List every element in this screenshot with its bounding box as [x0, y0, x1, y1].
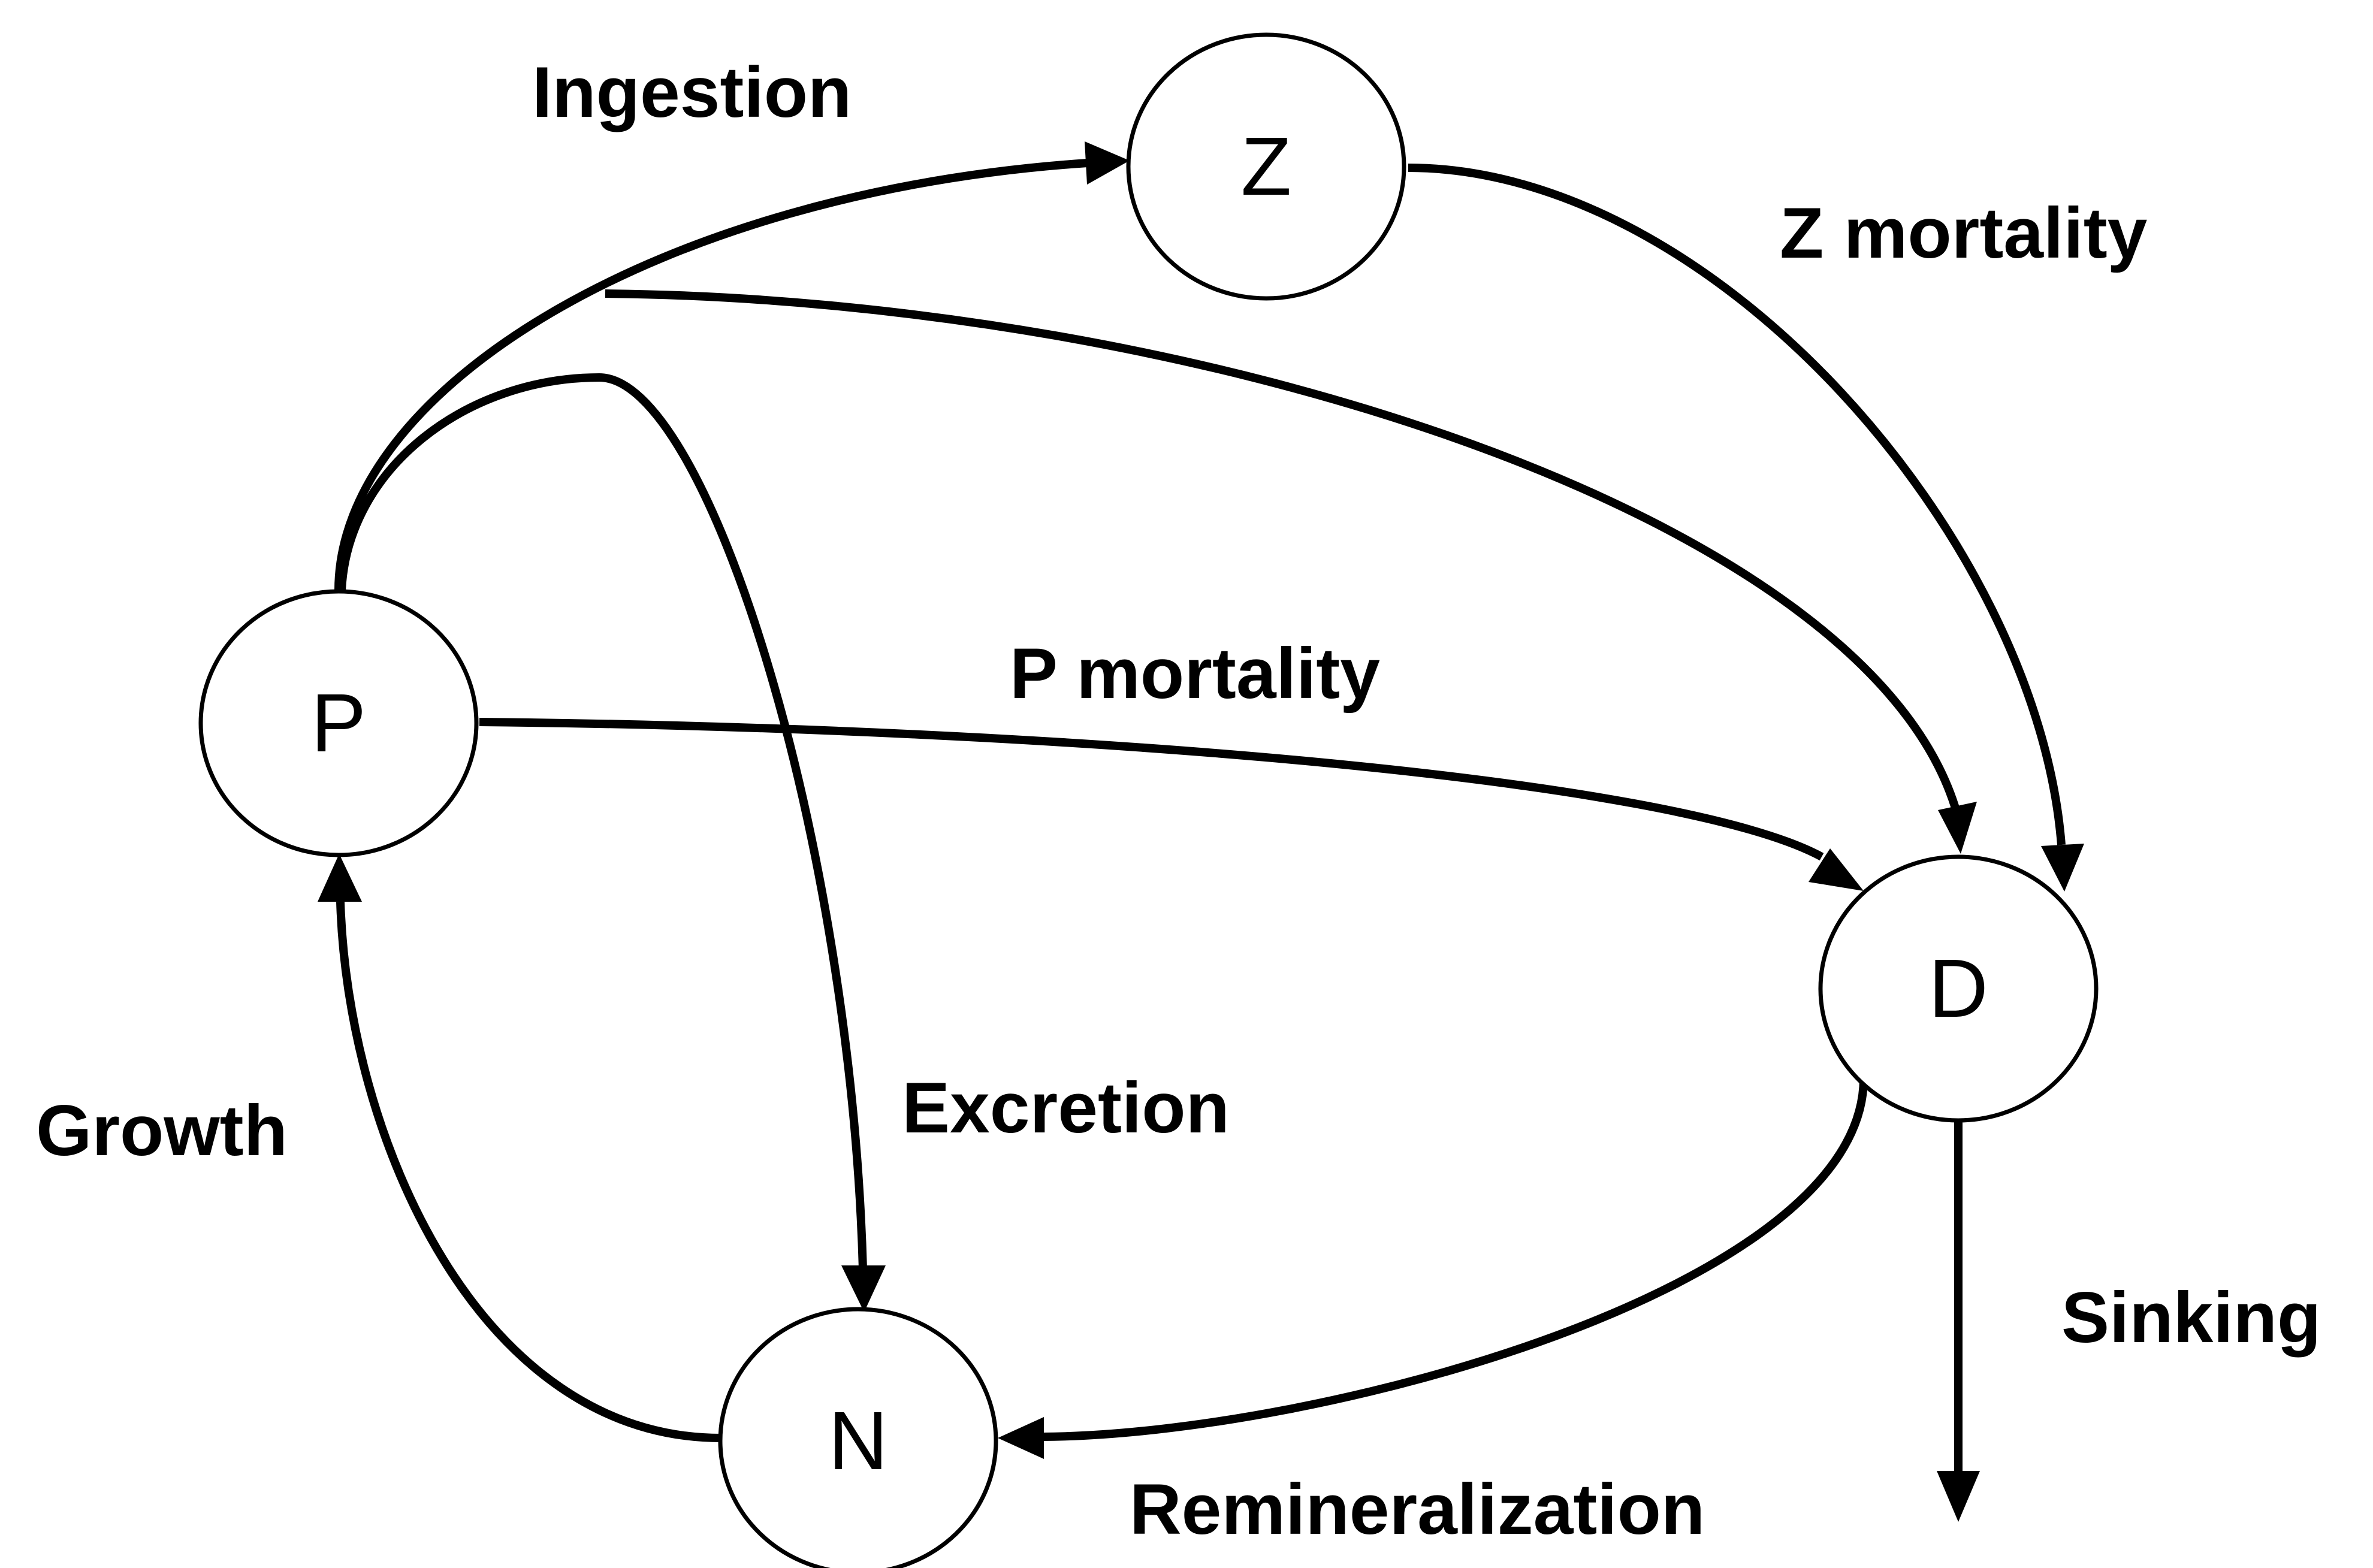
- ingestion-label: Ingestion: [532, 52, 852, 132]
- node-d: D: [1818, 854, 2099, 1123]
- z-mortality-label: Z mortality: [1780, 193, 2148, 273]
- remineralization-label: Remineralization: [1130, 1469, 1705, 1549]
- ingestion-loss-arrow-head: [1938, 802, 1977, 854]
- node-d-circle: [1818, 854, 2099, 1123]
- p-mortality-arrow: [479, 718, 1824, 861]
- node-p: P: [198, 589, 479, 857]
- node-n-circle: [718, 1307, 998, 1568]
- ingestion-arrow: [334, 159, 1088, 591]
- growth-arrow-head: [318, 854, 362, 902]
- excretion-label: Excretion: [902, 1068, 1230, 1148]
- node-z-circle: [1126, 32, 1406, 301]
- node-p-label: P: [311, 677, 366, 769]
- ingestion-loss-arrow: [605, 289, 1961, 813]
- node-n: N: [718, 1307, 998, 1568]
- p-mortality-arrow-head: [1809, 848, 1864, 891]
- remineralization-arrow-head: [998, 1417, 1044, 1459]
- node-p-circle: [198, 589, 479, 857]
- z-mortality-arrow: [1408, 164, 2066, 845]
- growth-arrow: [336, 901, 721, 1442]
- sinking-label: Sinking: [2061, 1277, 2321, 1358]
- p-mortality-label: P mortality: [1010, 633, 1380, 714]
- ingestion-arrow-head: [1085, 141, 1130, 185]
- node-z-label: Z: [1241, 120, 1291, 213]
- node-n-label: N: [828, 1395, 888, 1487]
- node-d-label: D: [1928, 942, 1988, 1035]
- sinking-arrow-head: [1937, 1471, 1980, 1522]
- remineralization-arrow: [1042, 1078, 1868, 1441]
- excretion-arrow-head: [841, 1265, 886, 1312]
- z-mortality-arrow-head: [2041, 844, 2084, 892]
- excretion-arrow: [337, 373, 867, 1270]
- growth-label: Growth: [36, 1090, 288, 1171]
- node-z: Z: [1126, 32, 1406, 301]
